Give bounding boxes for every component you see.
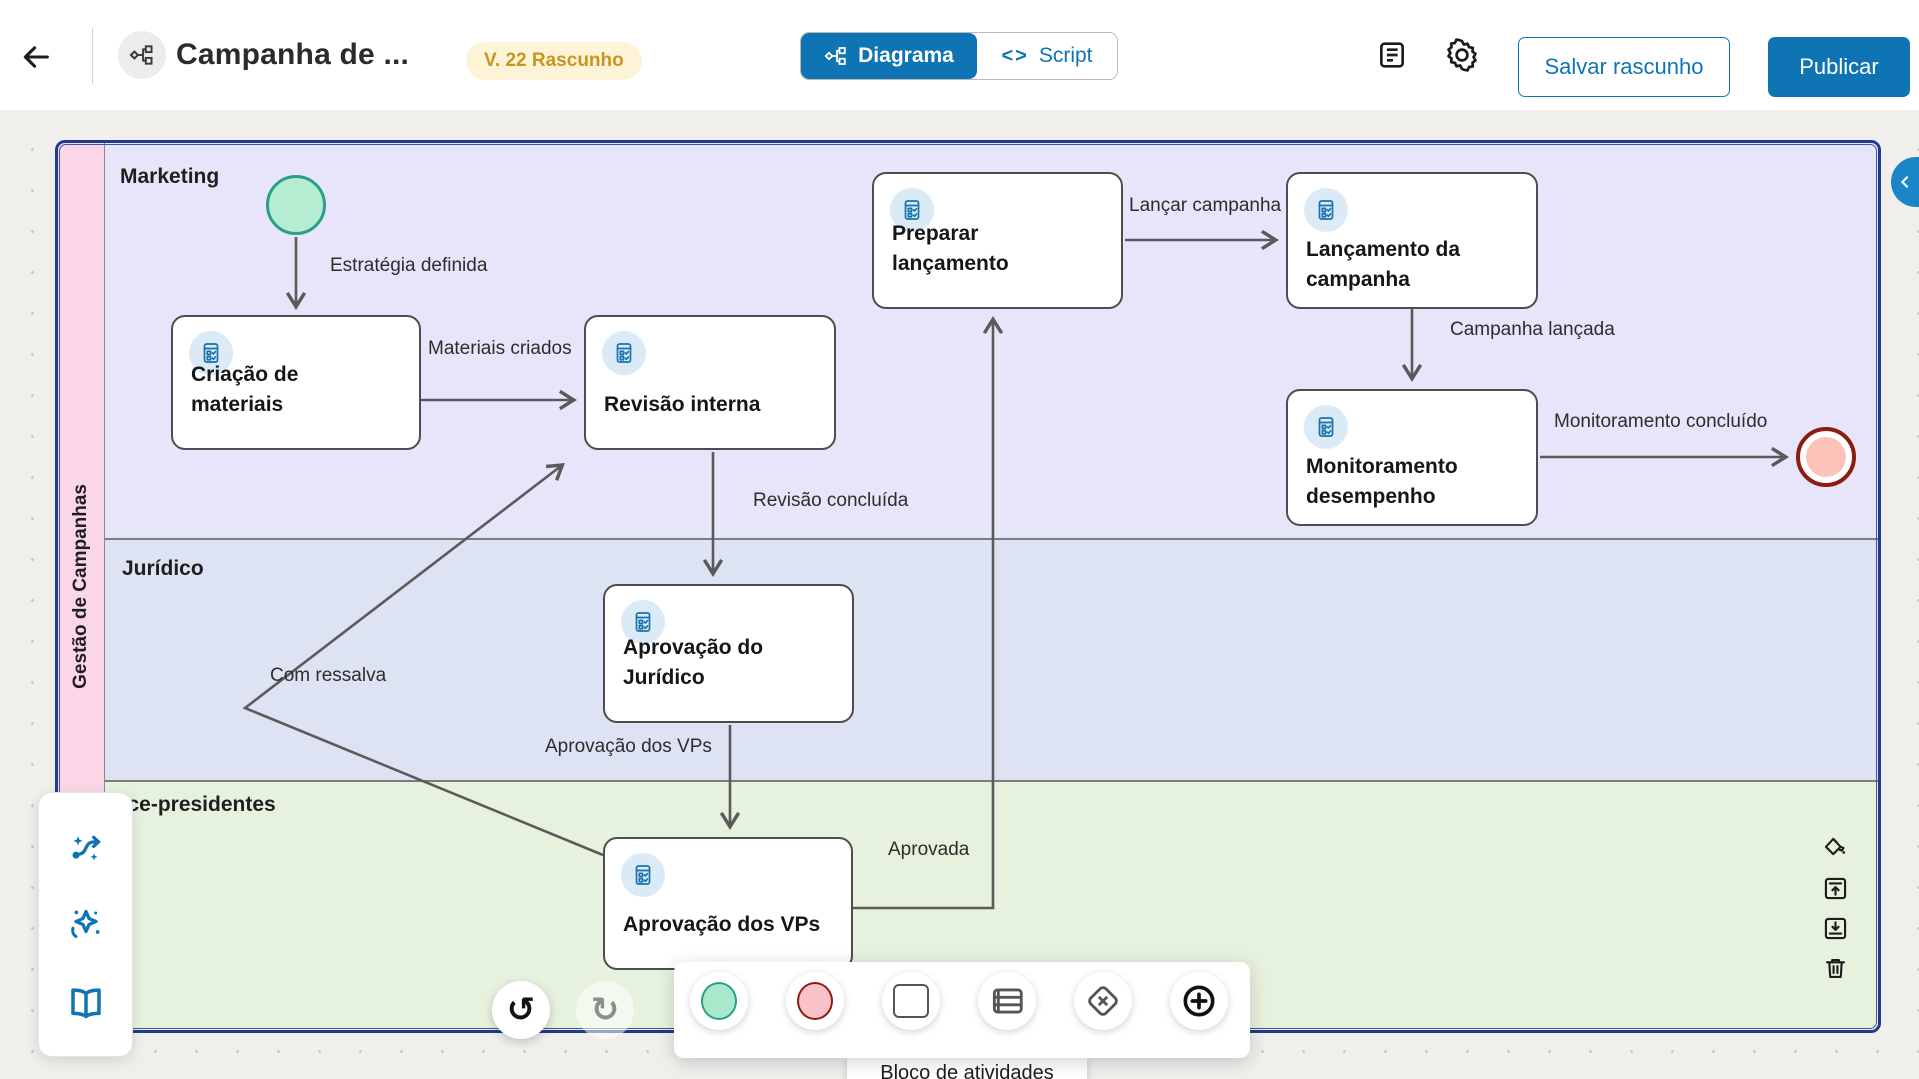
task-lancamento-da-campanha[interactable]: Lançamento da campanha [1286, 172, 1538, 309]
task-icon [189, 331, 233, 375]
back-icon [23, 46, 49, 68]
task-label: Criação de materiais [191, 363, 299, 416]
task-aprovacao-dos-vps[interactable]: Aprovação dos VPs [603, 837, 853, 970]
task-icon [621, 853, 665, 897]
documentation-button[interactable] [63, 980, 109, 1026]
view-toggle: Diagrama <> Script [800, 32, 1118, 80]
palette-add-node-button[interactable] [1170, 972, 1228, 1030]
tab-diagrama[interactable]: Diagrama [801, 33, 977, 79]
delete-lane-button[interactable] [1820, 953, 1850, 983]
add-lane-above-button[interactable] [1820, 873, 1850, 903]
task-label: Monitoramento desempenho [1306, 455, 1458, 508]
add-lane-below-button[interactable] [1820, 913, 1850, 943]
edge-label: Revisão concluída [753, 490, 909, 511]
add-node-icon [1183, 985, 1215, 1017]
edge-label: Aprovada [888, 839, 970, 860]
task-preparar-lancamento[interactable]: Preparar lançamento [872, 172, 1123, 309]
trash-icon [1825, 958, 1845, 978]
edge-label: Com ressalva [270, 665, 387, 686]
document-icon [1380, 42, 1404, 68]
task-monitoramento-desempenho[interactable]: Monitoramento desempenho [1286, 389, 1538, 526]
back-button[interactable] [14, 35, 58, 79]
settings-button[interactable] [1440, 33, 1484, 77]
workflow-avatar [118, 31, 166, 79]
redo-button[interactable]: ↻ [576, 981, 634, 1039]
palette-task-button[interactable] [882, 972, 940, 1030]
pool-label: Gestão de Campanhas [70, 484, 91, 689]
page-title: Campanha de ... [176, 38, 410, 71]
generate-flow-button[interactable] [63, 823, 109, 869]
task-revisao-interna[interactable]: Revisão interna [584, 315, 836, 450]
palette-tooltip: Bloco de atividades [847, 1057, 1087, 1079]
tab-script[interactable]: <> Script [977, 33, 1117, 79]
lanes-icon [992, 988, 1023, 1014]
task-label: Lançamento da campanha [1306, 238, 1461, 291]
node-palette [674, 962, 1250, 1058]
version-badge: V. 22 Rascunho [466, 42, 642, 80]
publish-button[interactable]: Publicar [1768, 37, 1910, 97]
task-block-icon [893, 984, 929, 1018]
edge-label: Monitoramento concluído [1554, 411, 1768, 432]
paint-bucket-icon [1824, 837, 1845, 855]
lane-label-vice-presidentes: Vice-presidentes [108, 793, 276, 816]
notes-button[interactable] [1370, 33, 1414, 77]
palette-end-event-button[interactable] [786, 972, 844, 1030]
workflow-icon [129, 45, 153, 65]
save-draft-button[interactable]: Salvar rascunho [1518, 37, 1730, 97]
task-label: Aprovação do Jurídico [623, 636, 764, 689]
lane-label-juridico: Jurídico [122, 557, 204, 580]
task-criacao-de-materiais[interactable]: Criação de materiais [171, 315, 421, 450]
diagram-canvas[interactable]: Gestão de Campanhas Marketing Jurídico V… [55, 140, 1881, 1033]
start-event-node[interactable] [266, 175, 326, 235]
edge-label: Estratégia definida [330, 255, 488, 276]
palette-start-event-button[interactable] [690, 972, 748, 1030]
header-divider [92, 28, 93, 84]
end-event-icon [1806, 437, 1846, 477]
fill-color-button[interactable] [1820, 833, 1850, 863]
ai-route-icon [72, 835, 101, 861]
book-icon [70, 988, 101, 1019]
palette-gateway-button[interactable] [1074, 972, 1132, 1030]
edge-label: Campanha lançada [1450, 319, 1615, 340]
palette-lanes-button[interactable] [978, 972, 1036, 1030]
task-icon [1304, 405, 1348, 449]
redo-icon: ↻ [590, 990, 620, 1030]
task-icon [602, 331, 646, 375]
sparkle-icon [70, 910, 99, 939]
gateway-icon [1088, 986, 1118, 1016]
edge-label: Aprovação dos VPs [545, 736, 712, 757]
end-event-node[interactable] [1796, 427, 1856, 487]
undo-icon: ↺ [506, 990, 536, 1030]
gear-icon [1447, 38, 1477, 72]
edge-label: Lançar campanha [1129, 195, 1282, 216]
task-icon [890, 188, 934, 232]
lane-add-above-icon [1824, 877, 1846, 899]
collapse-chevron-icon [1901, 176, 1909, 188]
start-event-icon [701, 982, 737, 1020]
top-bar: Campanha de ... V. 22 Rascunho Diagrama … [0, 0, 1919, 110]
task-label: Preparar lançamento [892, 222, 1009, 275]
lane-add-below-icon [1824, 917, 1846, 939]
tab-diagrama-label: Diagrama [858, 44, 954, 67]
task-icon [621, 600, 665, 644]
diagram-tab-icon [824, 47, 846, 65]
undo-button[interactable]: ↺ [492, 981, 550, 1039]
lane-juridico[interactable] [105, 538, 1878, 780]
code-icon: <> [1001, 44, 1029, 67]
end-event-icon [797, 982, 833, 1020]
task-aprovacao-do-juridico[interactable]: Aprovação do Jurídico [603, 584, 854, 723]
task-label: Aprovação dos VPs [623, 913, 821, 936]
lane-tools [1810, 833, 1860, 983]
ai-tools-panel [38, 792, 133, 1057]
collapse-panel-button[interactable] [1891, 157, 1919, 207]
task-label: Revisão interna [604, 393, 761, 416]
edge-label: Materiais criados [428, 338, 572, 359]
tab-script-label: Script [1038, 44, 1093, 67]
task-icon [1304, 188, 1348, 232]
ai-assistant-button[interactable] [63, 901, 109, 947]
lane-label-marketing: Marketing [120, 165, 220, 188]
